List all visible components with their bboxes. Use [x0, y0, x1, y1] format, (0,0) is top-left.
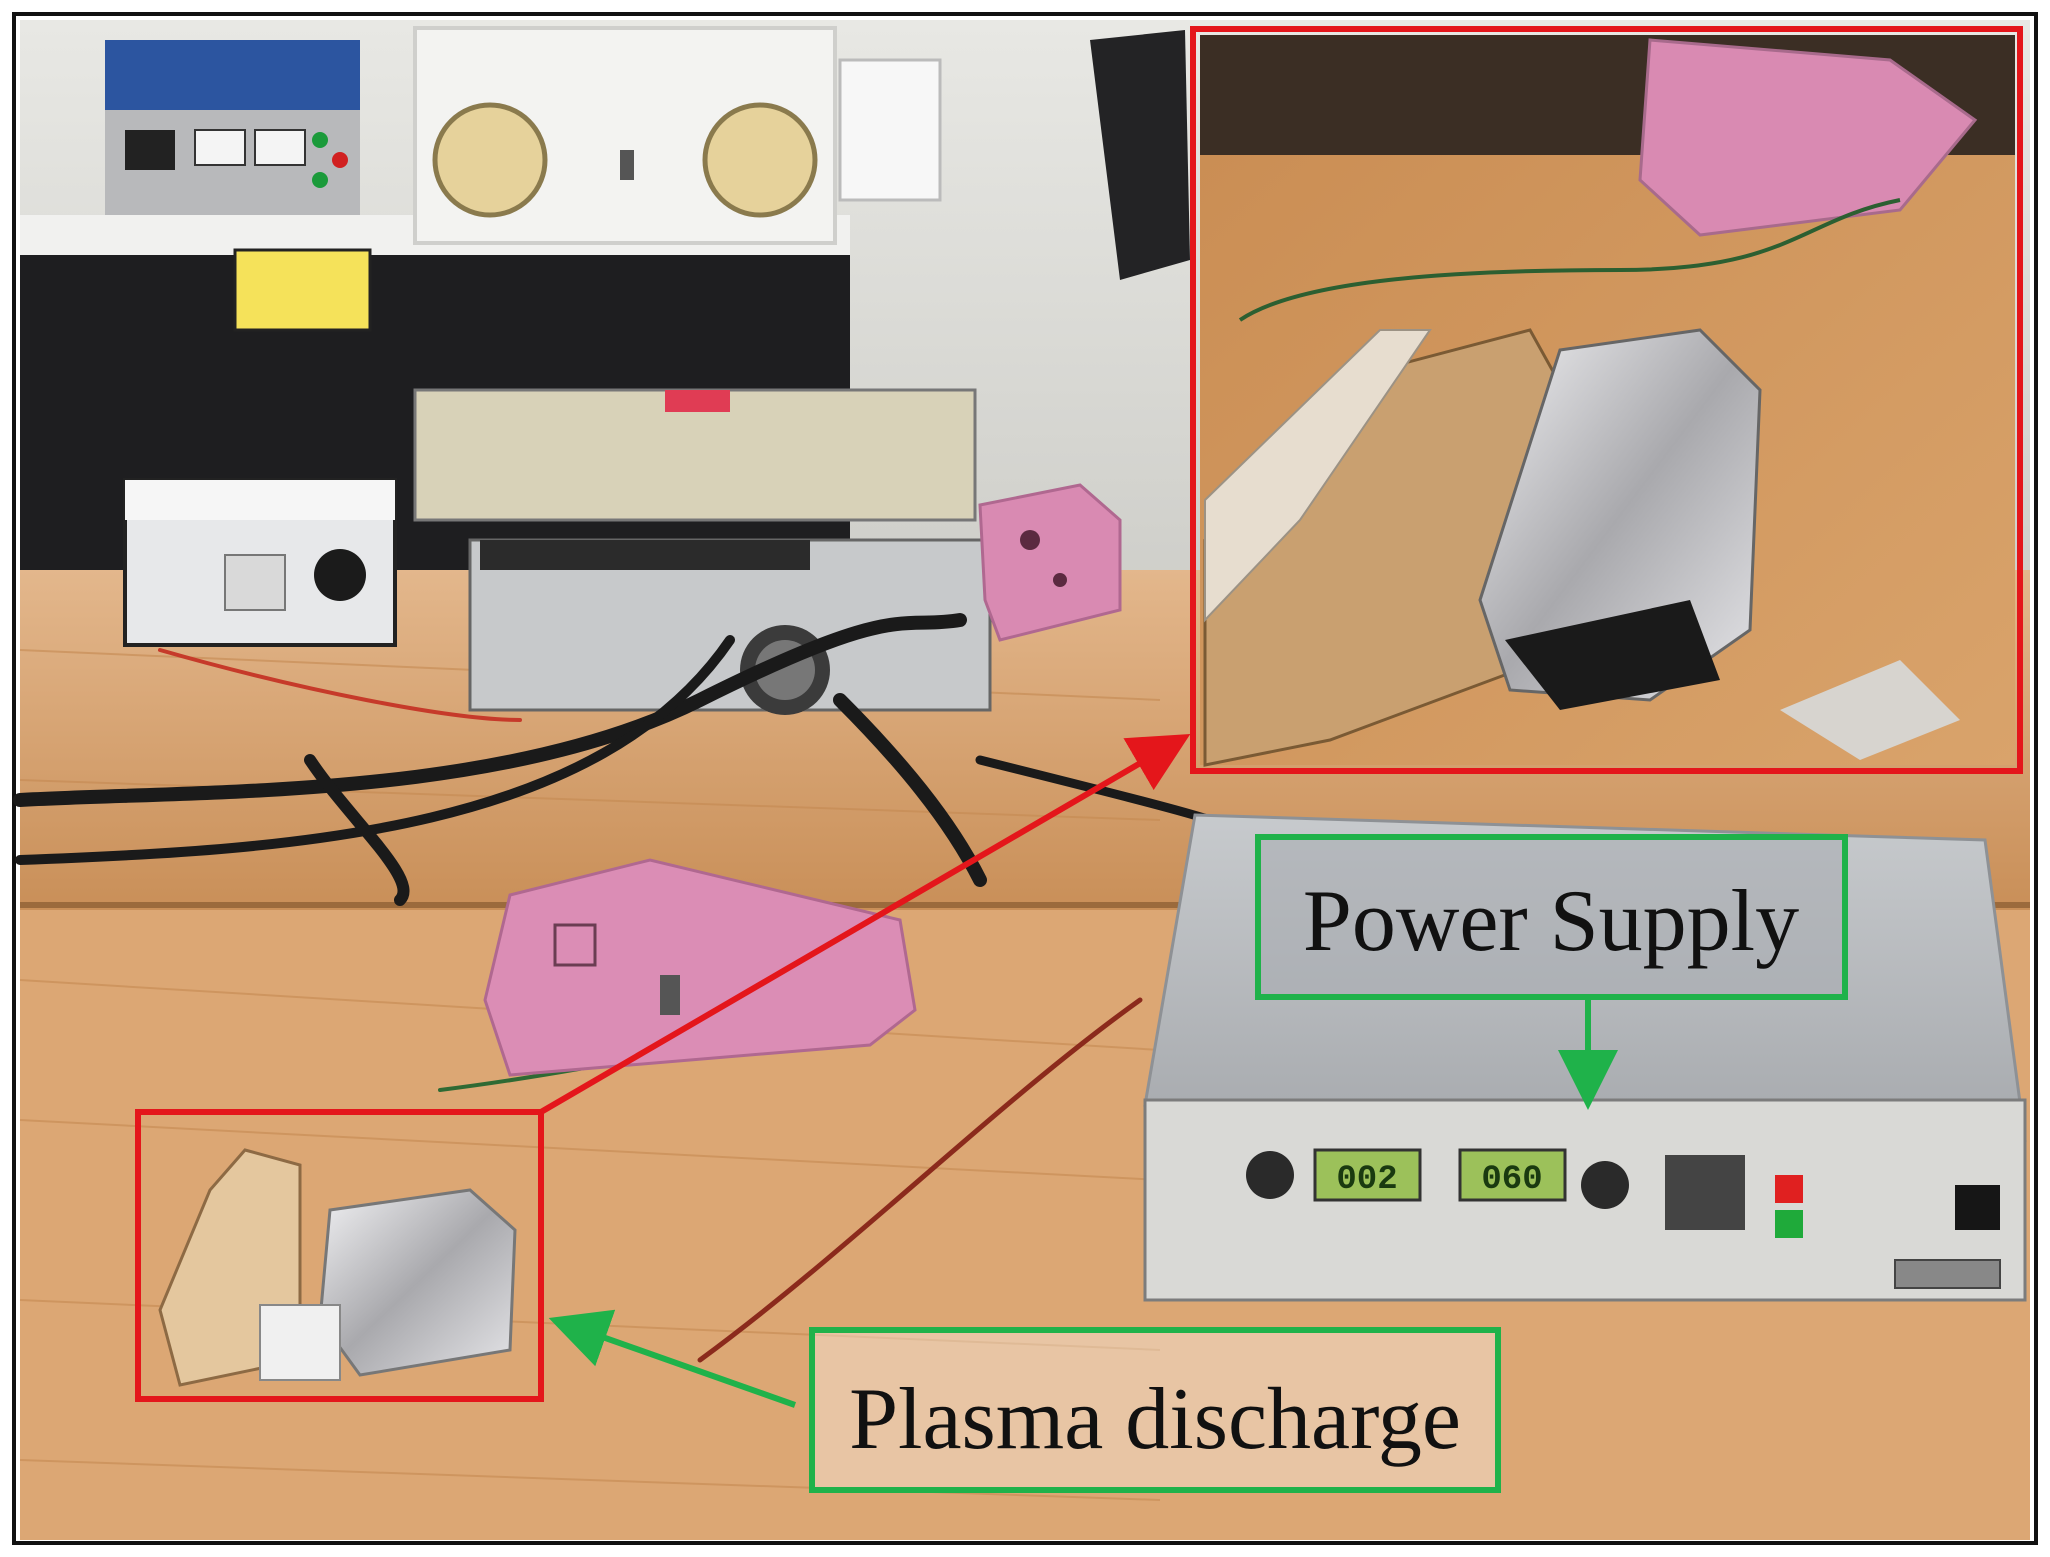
glovebox [413, 26, 837, 245]
plasma-reactor [158, 1148, 517, 1387]
power-supply-label: Power Supply [1303, 873, 1799, 970]
pink-foam-back [978, 483, 1122, 642]
display-right-readout: 060 [1481, 1161, 1542, 1199]
plasma-discharge-label: Plasma discharge [849, 1371, 1461, 1468]
red-callout-arrow [539, 733, 1191, 1115]
display-left-readout: 002 [1336, 1161, 1397, 1199]
small-instrument [123, 478, 397, 647]
inset-red-frame [1190, 26, 2023, 774]
warning-label [233, 248, 372, 332]
reactor-red-box [135, 1109, 544, 1402]
pink-foam-front [483, 858, 917, 1077]
wood-grain [19, 649, 1161, 1501]
rack-amplifier [413, 388, 992, 715]
white-cabinet [838, 58, 942, 202]
cables [13, 613, 1215, 1363]
reactor-closeup-inset [1200, 35, 2015, 767]
furnace-unit [105, 40, 360, 215]
plasma-discharge-label-box [809, 1327, 1501, 1493]
power-supply-label-box [1255, 834, 1848, 1000]
plasma-discharge-arrow [548, 1309, 796, 1408]
chair-back [1090, 30, 1190, 280]
